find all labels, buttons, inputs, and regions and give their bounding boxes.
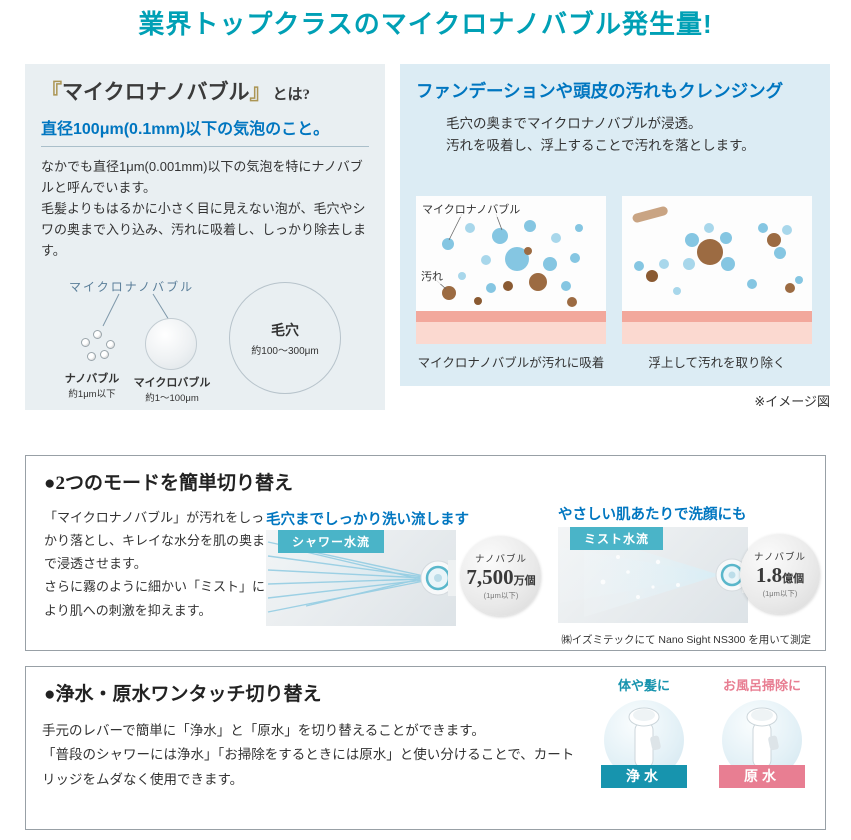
switch-section-title: ●浄水・原水ワンタッチ切り替え xyxy=(44,684,322,705)
shower-spray-photo: シャワー水流 xyxy=(266,530,456,626)
mist-count-unit: 億個 xyxy=(782,573,805,586)
water-switch-section: ●浄水・原水ワンタッチ切り替え 手元のレバーで簡単に「浄水」と「原水」を切り替え… xyxy=(25,666,826,830)
micro-bubble-label: マイクロバブル 約1〜100μm xyxy=(133,374,211,404)
nano-bubble-dots xyxy=(79,328,119,364)
definition-subtitle: 直径100μm(0.1mm)以下の気泡のこと。 xyxy=(41,115,369,147)
figure-adsorb: マイクロナノバブル 汚れ マイクロナノバブルが汚れに吸着 xyxy=(416,196,606,371)
mode-section-title: ●2つのモードを簡単切り替え xyxy=(44,473,293,494)
definition-body: なかでも直径1μm(0.001mm)以下の気泡を特にナノバブルと呼んでいます。 … xyxy=(41,159,367,259)
raw-water-item: お風呂掃除に 原水 xyxy=(706,675,818,788)
nano-dot xyxy=(87,352,96,361)
shower-heading: 毛穴までしっかり洗い流します xyxy=(266,512,469,528)
mist-count-label: ナノバブル xyxy=(753,552,807,564)
micro-bubble-circle xyxy=(145,318,197,370)
adsorb-caption: マイクロナノバブルが汚れに吸着 xyxy=(417,356,605,370)
shower-flow-badge: シャワー水流 xyxy=(278,530,385,553)
adsorb-illustration xyxy=(416,213,606,344)
shower-handle-icon xyxy=(628,707,661,769)
nano-bubble-label: ナノバブル 約1μm以下 xyxy=(47,370,137,400)
title-text: マイクロナノバブル xyxy=(62,80,250,104)
page-title: 業界トップクラスのマイクロナノバブル発生量! xyxy=(138,9,713,39)
cleansing-body: 毛穴の奥までマイクロナノバブルが浸透。 汚れを吸着し、浮上することで汚れを落とし… xyxy=(446,116,755,154)
mist-count-note: (1μm以下) xyxy=(762,588,798,598)
micro-bubble-name: マイクロバブル xyxy=(133,377,211,389)
nano-dot xyxy=(100,350,109,359)
nano-dot xyxy=(106,340,115,349)
shower-count-note: (1μm以下) xyxy=(483,590,519,600)
mode-section-body: 「マイクロナノバブル」が汚れをしっかり落とし、キレイな水分を肌の奥まで浸透させま… xyxy=(44,510,266,618)
float-caption: 浮上して汚れを取り除く xyxy=(648,356,786,370)
micro-bubble-size: 約1〜100μm xyxy=(145,393,199,404)
shower-nanobubble-count-badge: ナノバブル 7,500万個 (1μm以下) xyxy=(461,536,541,616)
raw-water-header: お風呂掃除に xyxy=(722,678,801,693)
purified-water-badge: 浄水 xyxy=(601,765,687,788)
mist-count-value-row: 1.8億個 xyxy=(756,564,804,587)
shower-count-unit: 万個 xyxy=(513,575,536,588)
mist-flow-badge: ミスト水流 xyxy=(570,527,664,550)
image-disclaimer-note: ※イメージ図 xyxy=(754,394,830,409)
adsorb-bubble-label: マイクロナノバブル xyxy=(422,201,521,217)
mist-spray-illustration xyxy=(560,533,748,617)
what-is-panel: 『マイクロナノバブル』とは? 直径100μm(0.1mm)以下の気泡のこと。 な… xyxy=(25,64,385,410)
nano-dot xyxy=(93,330,102,339)
figure-float: 浮上して汚れを取り除く xyxy=(622,196,812,371)
float-illustration xyxy=(622,206,812,344)
pore-name: 毛穴 xyxy=(271,321,299,338)
left-panel-title: 『マイクロナノバブル』とは? xyxy=(41,76,369,106)
shower-handle-icon xyxy=(746,707,779,769)
nano-bubble-size: 約1μm以下 xyxy=(68,389,116,400)
shower-spray-illustration xyxy=(266,540,456,616)
cleansing-title: ファンデーションや頭皮の汚れもクレンジング xyxy=(416,81,784,101)
shower-count-label: ナノバブル xyxy=(474,554,528,566)
shower-count-value: 7,500 xyxy=(466,565,514,590)
title-quote-open: 『 xyxy=(41,80,62,104)
title-quote-close: 』 xyxy=(249,80,271,104)
nano-dot xyxy=(81,338,90,347)
purified-water-header: 体や髪に xyxy=(617,678,670,693)
nano-bubble-name: ナノバブル xyxy=(64,373,120,385)
diagram-pointer-label: マイクロナノバブル xyxy=(69,280,195,294)
mist-count-value: 1.8 xyxy=(755,563,783,588)
measurement-note: ㈱イズミテックにて Nano Sight NS300 を用いて測定 xyxy=(561,634,811,646)
pointer-lines-illustration xyxy=(102,293,170,327)
mist-heading: やさしい肌あたりで洗顔にも xyxy=(558,507,747,523)
pore-circle: 毛穴 約100〜300μm xyxy=(229,282,341,394)
mode-section: ●2つのモードを簡単切り替え 「マイクロナノバブル」が汚れをしっかり落とし、キレ… xyxy=(25,455,826,651)
shower-count-value-row: 7,500万個 xyxy=(466,566,535,589)
cleansing-panel: ファンデーションや頭皮の汚れもクレンジング 毛穴の奥までマイクロナノバブルが浸透… xyxy=(400,64,830,386)
title-suffix: とは? xyxy=(272,87,311,103)
switch-section-body: 手元のレバーで簡単に「浄水」と「原水」を切り替えることができます。 「普段のシャ… xyxy=(42,723,575,787)
adsorb-dirt-label: 汚れ xyxy=(421,268,443,284)
mist-spray-photo: ミスト水流 xyxy=(558,527,748,623)
raw-water-badge: 原水 xyxy=(719,765,805,788)
mist-nanobubble-count-badge: ナノバブル 1.8億個 (1μm以下) xyxy=(740,534,820,614)
cleansing-figures: マイクロナノバブル 汚れ マイクロナノバブルが汚れに吸着 xyxy=(416,196,812,371)
purified-water-item: 体や髪に 浄水 xyxy=(588,675,700,788)
figure-float-canvas xyxy=(622,196,812,344)
pore-size: 約100〜300μm xyxy=(251,345,319,357)
figure-adsorb-canvas: マイクロナノバブル 汚れ xyxy=(416,196,606,344)
bubble-size-diagram: マイクロナノバブル ナノバブル 約1μm以下 マイクロバブル 約1〜100μm xyxy=(41,274,369,406)
